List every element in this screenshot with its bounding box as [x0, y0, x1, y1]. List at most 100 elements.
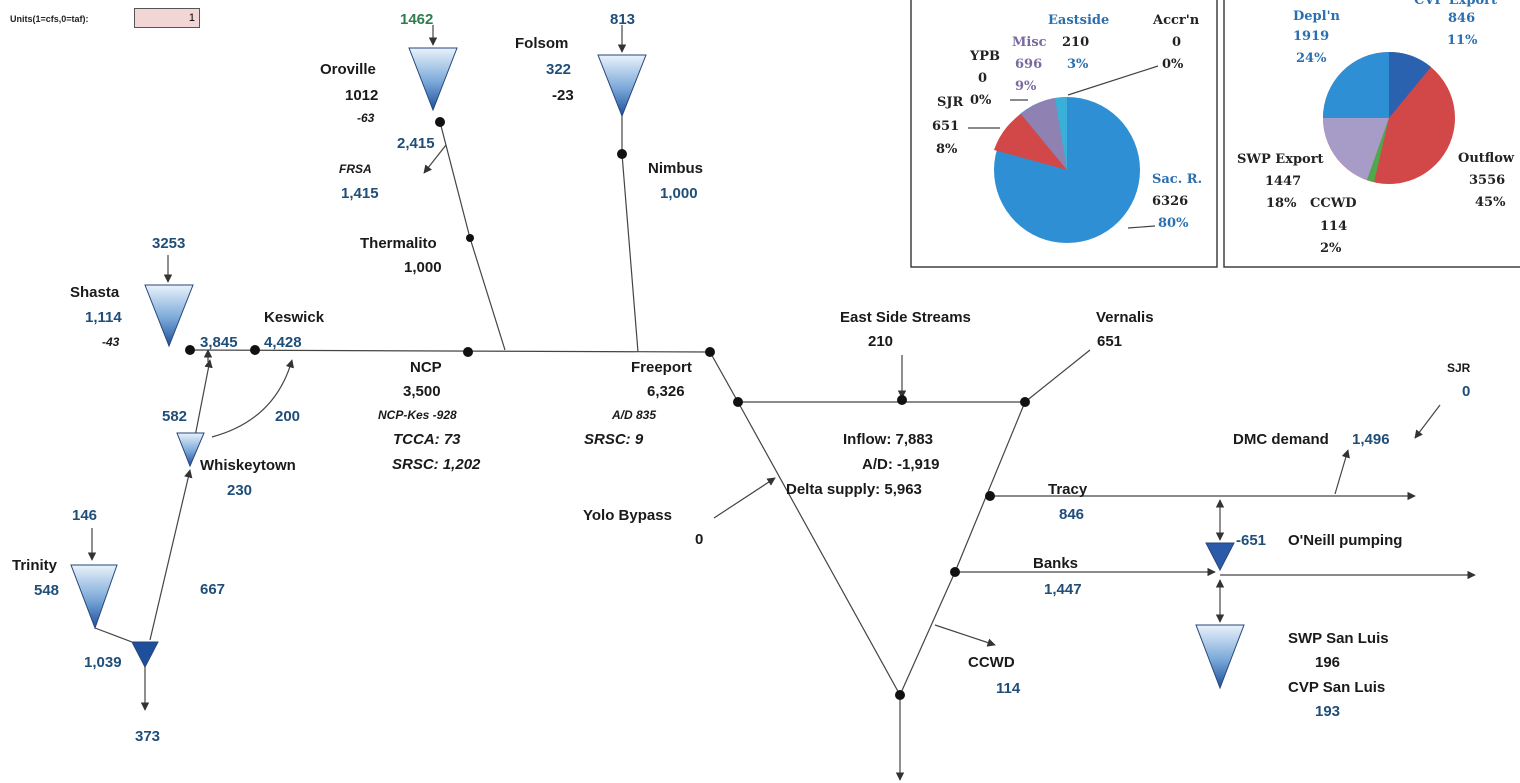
- ncp-value: 3,500: [403, 383, 441, 400]
- pie-slice-eastside: [1055, 97, 1067, 170]
- outflow-pie-chart: Depl'n 1919 24% CVP Export 846 11% Outfl…: [1237, 0, 1515, 256]
- pie2-ccwd-pct: 2%: [1320, 241, 1342, 256]
- pie1-misc-value: 696: [1015, 57, 1042, 72]
- nimbus-value: 1,000: [660, 185, 698, 202]
- pie1-ypb-pct: 0%: [970, 93, 992, 108]
- shasta-delta: -43: [102, 335, 120, 349]
- dmc-value: 1,496: [1352, 431, 1390, 448]
- oroville-delta: -63: [357, 111, 375, 125]
- trinity-river-flow: 373: [135, 728, 160, 745]
- keswick-name: Keswick: [264, 309, 325, 326]
- pie1-eastside-pct: 3%: [1067, 57, 1089, 72]
- dmc-name: DMC demand: [1233, 431, 1329, 448]
- pie2-cvp-name: CVP Export: [1414, 0, 1497, 8]
- vernalis-name: Vernalis: [1096, 309, 1154, 326]
- pie-slice-ccwd: [1367, 118, 1389, 182]
- lewiston-flow: 1,039: [84, 654, 122, 671]
- pie1-ypb-value: 0: [978, 71, 987, 86]
- shasta-reservoir-icon: [144, 284, 194, 348]
- ccwd-value: 114: [996, 680, 1021, 697]
- san-luis-reservoir-icon: [1195, 624, 1245, 690]
- pie-slice-sjr: [994, 114, 1067, 170]
- banks-value: 1,447: [1044, 581, 1082, 598]
- pie2-depln-pct: 24%: [1296, 51, 1327, 66]
- units-label: Units(1=cfs,0=taf):: [10, 14, 89, 24]
- pie1-sjr-value: 651: [932, 119, 959, 134]
- pie-slice-misc: [1021, 98, 1067, 170]
- oroville-inflow: 1462: [400, 11, 433, 28]
- oneill-name: O'Neill pumping: [1288, 532, 1402, 549]
- oroville-name: Oroville: [320, 61, 376, 78]
- units-control: Units(1=cfs,0=taf): 1: [4, 2, 200, 30]
- pie1-eastside-value: 210: [1062, 35, 1089, 50]
- pie1-accrn-name: Accr'n: [1152, 13, 1200, 28]
- trinity-inflow: 146: [72, 507, 97, 524]
- units-input[interactable]: 1: [134, 8, 200, 28]
- pie2-outflow-pct: 45%: [1475, 195, 1506, 210]
- banks-name: Banks: [1033, 555, 1078, 572]
- pie2-depln-name: Depl'n: [1293, 9, 1341, 24]
- swp-san-luis-value: 196: [1315, 654, 1340, 671]
- sjr-name: SJR: [1447, 361, 1471, 375]
- pie1-sjr-name: SJR: [937, 95, 964, 110]
- freeport-name: Freeport: [631, 359, 692, 376]
- junction-nodes: [185, 117, 1030, 700]
- freeport-value: 6,326: [647, 383, 685, 400]
- lewiston-reservoir-icon: [131, 641, 159, 669]
- pie2-depln-value: 1919: [1293, 29, 1329, 44]
- tcca: TCCA: 73: [393, 431, 461, 448]
- shasta-name: Shasta: [70, 284, 120, 301]
- feather-flow: 2,415: [397, 135, 435, 152]
- pie2-ccwd-value: 114: [1320, 219, 1347, 234]
- pie2-swp-name: SWP Export: [1237, 152, 1324, 167]
- thermalito-value: 1,000: [404, 259, 442, 276]
- pie1-sjr-pct: 8%: [936, 142, 958, 157]
- thermalito-name: Thermalito: [360, 235, 437, 252]
- yolo-name: Yolo Bypass: [583, 507, 672, 524]
- oroville-reservoir-icon: [408, 47, 458, 112]
- sjr-value: 0: [1462, 383, 1470, 400]
- pie1-misc-pct: 9%: [1015, 79, 1037, 94]
- trinity-reservoir-icon: [70, 564, 118, 630]
- whiskeytown-inflow: 582: [162, 408, 187, 425]
- ncp-name: NCP: [410, 359, 442, 376]
- ncp-kes: NCP-Kes -928: [378, 408, 457, 422]
- cvp-san-luis-value: 193: [1315, 703, 1340, 720]
- inflow-pie-chart: Eastside 210 3% Accr'n 0 0% Misc 696 9% …: [932, 13, 1202, 243]
- trinity-name: Trinity: [12, 557, 58, 574]
- swp-san-luis-name: SWP San Luis: [1288, 630, 1389, 647]
- folsom-delta: -23: [552, 87, 574, 104]
- yolo-value: 0: [695, 531, 703, 548]
- pie2-outflow-value: 3556: [1469, 173, 1505, 188]
- pie2-cvp-pct: 11%: [1447, 33, 1478, 48]
- pie1-accrn-value: 0: [1172, 35, 1181, 50]
- oneill-reservoir-icon: [1205, 542, 1235, 572]
- oneill-value: -651: [1236, 532, 1266, 549]
- folsom-name: Folsom: [515, 35, 568, 52]
- oroville-release: 1012: [345, 87, 378, 104]
- spring-creek-flow: 200: [275, 408, 300, 425]
- srsc-ncp: SRSC: 1,202: [392, 456, 481, 473]
- pie2-swp-value: 1447: [1265, 174, 1301, 189]
- vernalis-value: 651: [1097, 333, 1122, 350]
- folsom-release: 322: [546, 61, 571, 78]
- folsom-inflow: 813: [610, 11, 635, 28]
- ccwd-name: CCWD: [968, 654, 1015, 671]
- pie2-ccwd-name: CCWD: [1310, 196, 1357, 211]
- shasta-release: 1,114: [85, 309, 122, 326]
- cvp-san-luis-name: CVP San Luis: [1288, 679, 1385, 696]
- pie1-ypb-name: YPB: [969, 49, 1000, 64]
- whiskeytown-reservoir-icon: [176, 432, 205, 468]
- pie1-sac-name: Sac. R.: [1152, 172, 1202, 187]
- pie-slice-depln: [1323, 52, 1389, 118]
- frsa-value: 1,415: [341, 185, 379, 202]
- tracy-name: Tracy: [1048, 481, 1088, 498]
- network-lines: [87, 25, 1476, 781]
- nimbus-name: Nimbus: [648, 160, 703, 177]
- delta-inflow: Inflow: 7,883: [843, 431, 933, 448]
- whiskeytown-release: 230: [227, 482, 252, 499]
- delta-ad: A/D: -1,919: [862, 456, 940, 473]
- frsa-name: FRSA: [339, 162, 372, 176]
- tracy-value: 846: [1059, 506, 1084, 523]
